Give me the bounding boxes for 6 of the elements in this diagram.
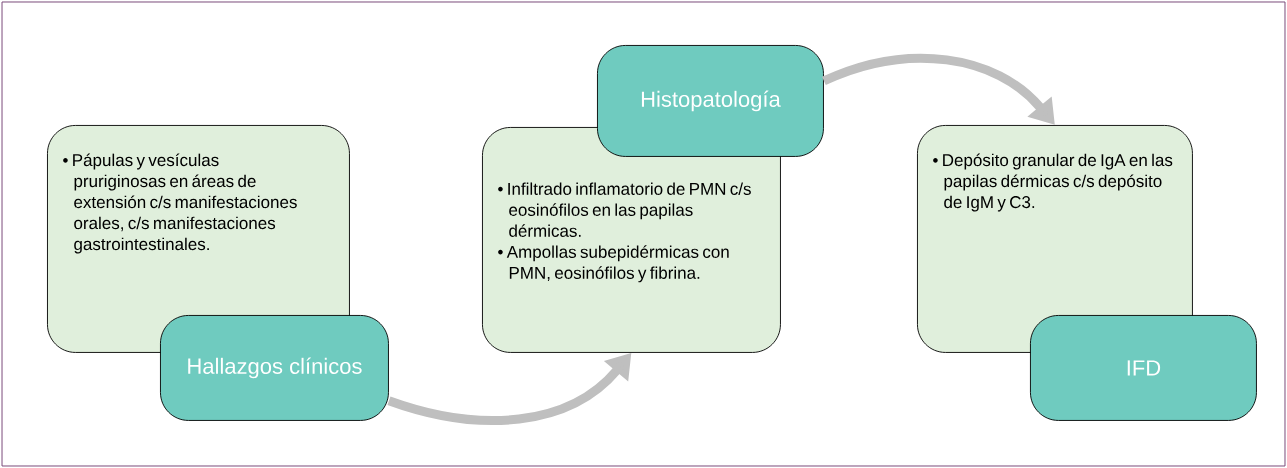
content-box: • Infiltrado inflamatorio de PMN c/s eosinófilos en las papilas dérmicas. • Ampollas subepidérmicas con PMN, eosinófilos y fibrina. [482, 127, 781, 353]
title-tab: Hallazgos clínicos [160, 315, 389, 421]
content-box: • Pápulas y vesículas pruriginosas en áreas de extensión c/s manifestaciones orales, c/s manifestaciones gastrointestinales. [47, 125, 350, 353]
content-box: • Depósito granular de IgA en las papilas dérmicas c/s depósito de IgM y C3. [917, 125, 1193, 353]
title-tab: Histopatología [597, 45, 824, 157]
title-tab: IFD [1030, 315, 1257, 421]
